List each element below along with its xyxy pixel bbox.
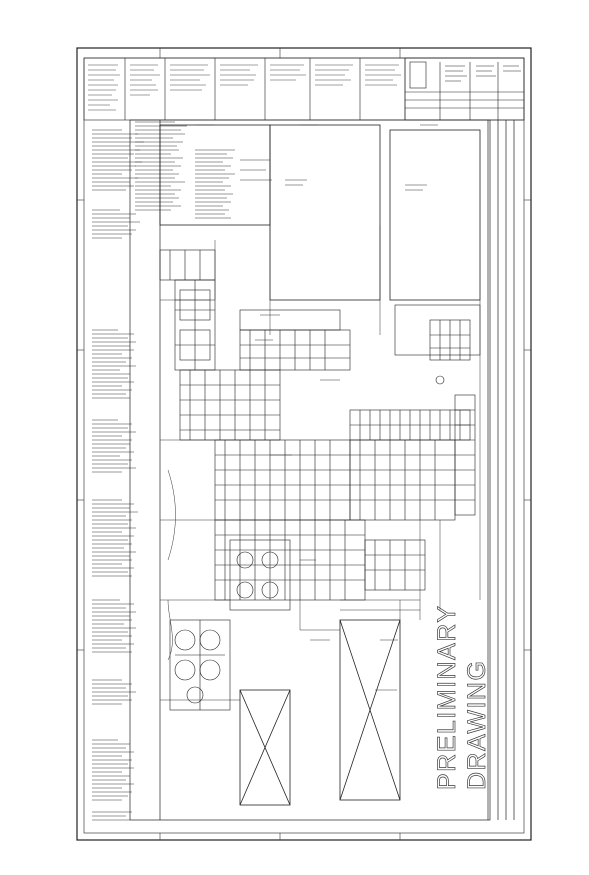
general-notes-block xyxy=(92,129,144,821)
title-block xyxy=(404,57,525,121)
process-area xyxy=(159,249,481,711)
large-blocks xyxy=(159,124,481,806)
site-boundary xyxy=(129,119,515,821)
watermark-line-2: DRAWING xyxy=(463,660,491,790)
callout-labels xyxy=(196,124,438,691)
zone-marks xyxy=(77,48,531,840)
title-strip-text-marks xyxy=(88,64,401,111)
watermark: PRELIMINARY DRAWING xyxy=(433,604,492,790)
watermark-line-1: PRELIMINARY xyxy=(433,604,461,790)
keyed-notes xyxy=(135,121,272,219)
title-strip xyxy=(83,57,525,121)
pipe-runs xyxy=(160,225,481,701)
